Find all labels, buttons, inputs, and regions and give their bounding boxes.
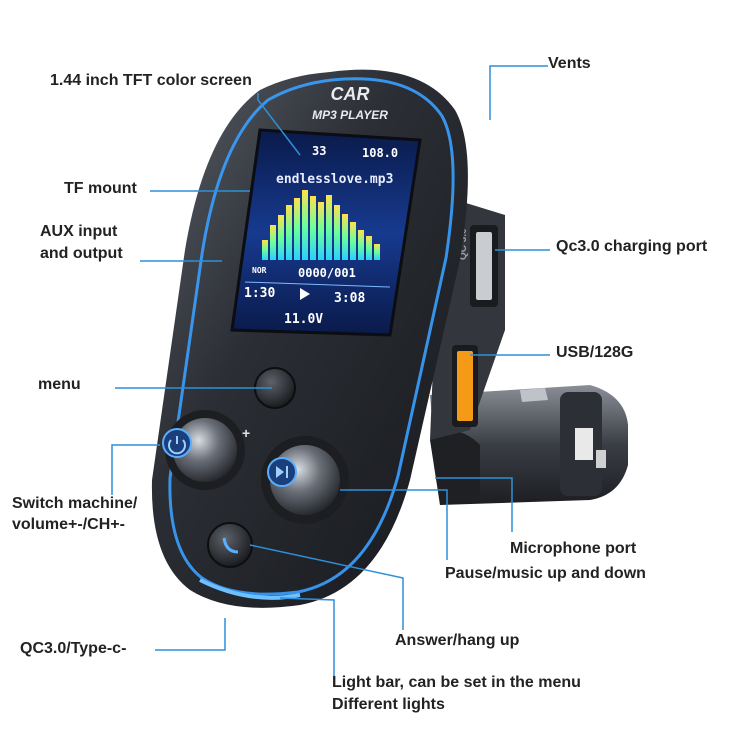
label-vents: Vents xyxy=(548,55,591,72)
answer-button[interactable] xyxy=(207,522,253,568)
label-switch-line1: Switch machine/ xyxy=(12,495,138,512)
play-pause-knob[interactable] xyxy=(261,436,349,524)
label-microphone: Microphone port xyxy=(510,540,637,557)
label-tft-screen: 1.44 inch TFT color screen xyxy=(50,72,252,89)
volume-knob[interactable] xyxy=(162,410,245,490)
brand-car: CAR xyxy=(331,84,370,104)
screen-counter: 0000/001 xyxy=(298,266,356,280)
label-lightbar-line1: Light bar, can be set in the menu xyxy=(332,674,581,691)
label-qc-port: Qc3.0 charging port xyxy=(556,238,708,255)
qc-port-label: QC 3.0 xyxy=(458,228,469,260)
screen-elapsed: 1:30 xyxy=(244,286,275,301)
label-tf-mount: TF mount xyxy=(64,180,137,197)
label-lightbar-line2: Different lights xyxy=(332,696,445,713)
label-answer: Answer/hang up xyxy=(395,632,520,649)
label-usb: USB/128G xyxy=(556,344,634,361)
power-icon xyxy=(168,436,186,455)
label-switch-line2: volume+-/CH+- xyxy=(12,516,125,533)
light-bar xyxy=(168,77,455,596)
screen-duration: 3:08 xyxy=(334,291,365,306)
label-menu: menu xyxy=(38,376,81,393)
brand-mp3: MP3 PLAYER xyxy=(312,108,388,122)
label-aux-line1: AUX input xyxy=(40,223,118,240)
play-pause-icon xyxy=(276,466,288,478)
screen-volume: 33 xyxy=(312,144,326,158)
screen-voltage: 11.0V xyxy=(284,312,323,327)
label-aux-line2: and output xyxy=(40,245,123,262)
leader-lines xyxy=(111,65,550,678)
screen-mode: NOR xyxy=(252,266,267,275)
screen-frequency: 108.0 xyxy=(362,146,398,160)
lighter-plug xyxy=(430,385,628,505)
spectrum-bars xyxy=(262,190,380,260)
play-icon xyxy=(300,288,310,300)
plus-icon: + xyxy=(242,425,250,441)
label-qc-typec: QC3.0/Type-c- xyxy=(20,640,127,657)
tft-screen: 33 108.0 endlesslove.mp3 NOR 0000/001 1:… xyxy=(230,128,422,337)
label-pause: Pause/music up and down xyxy=(445,565,646,582)
phone-icon xyxy=(222,537,239,554)
screen-track-name: endlesslove.mp3 xyxy=(276,172,393,187)
